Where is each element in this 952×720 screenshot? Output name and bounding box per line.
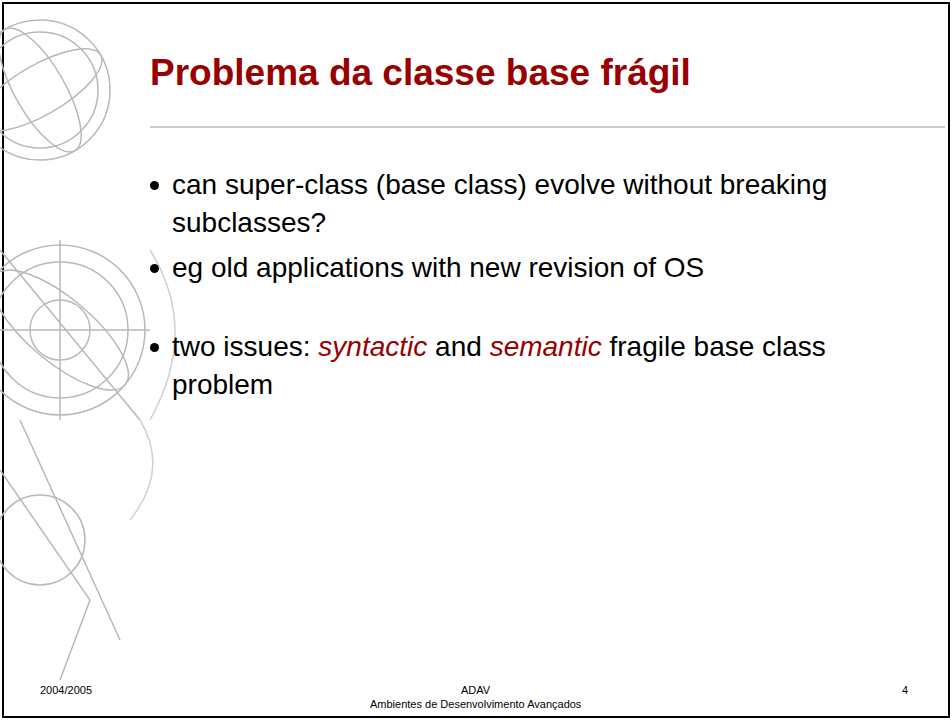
astrolabe-illustration bbox=[0, 17, 175, 680]
bullet-item: two issues:syntacticandsemanticfragile b… bbox=[172, 328, 862, 404]
emphasis-text: syntactic bbox=[318, 331, 427, 362]
footer-course: ADAV bbox=[461, 684, 490, 697]
footer-date: 2004/2005 bbox=[40, 684, 92, 697]
bullet-item: eg old applications with new revision of… bbox=[172, 249, 862, 287]
emphasis-text: semantic bbox=[490, 331, 602, 362]
bullet-dot bbox=[150, 343, 159, 352]
bullet-text: and bbox=[435, 331, 482, 362]
page-number: 4 bbox=[902, 684, 908, 697]
bullet-text: two issues: bbox=[172, 331, 311, 362]
bullet-item: can super-class (base class) evolve with… bbox=[172, 166, 862, 242]
slide-title: Problema da classe base frágil bbox=[150, 52, 691, 94]
bullet-dot bbox=[150, 264, 159, 273]
bullet-text: can super-class (base class) evolve with… bbox=[172, 169, 827, 238]
footer-course-name: Ambientes de Desenvolvimento Avançados bbox=[370, 698, 581, 711]
slide-border bbox=[3, 3, 949, 717]
title-rule bbox=[150, 127, 945, 128]
bullet-text: eg old applications with new revision of… bbox=[172, 252, 704, 283]
bullet-dot bbox=[150, 181, 159, 190]
